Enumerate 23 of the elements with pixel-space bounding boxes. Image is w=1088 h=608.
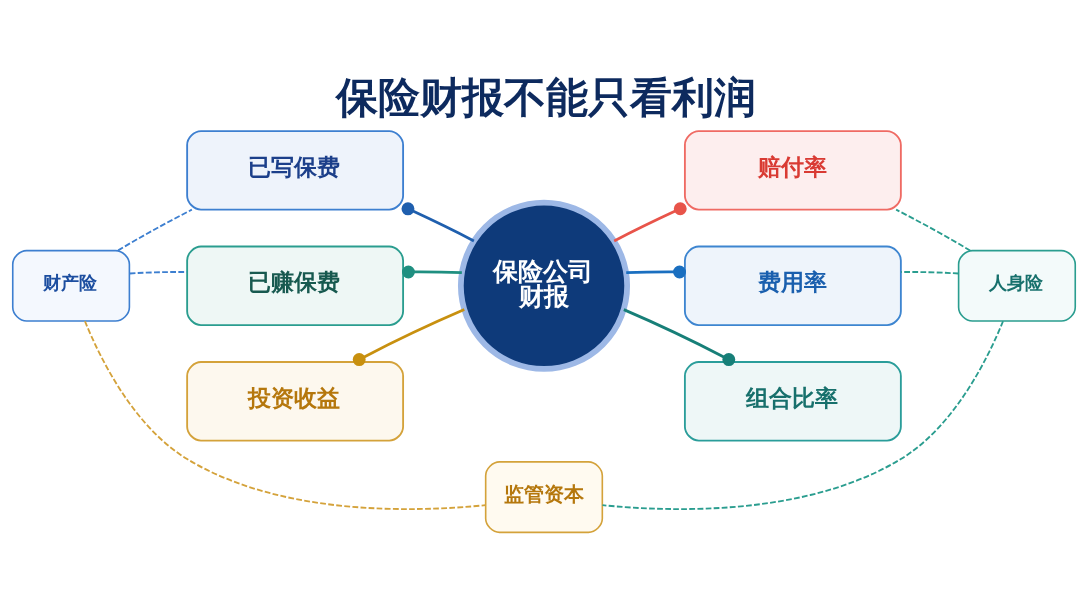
- connector: [601, 320, 1004, 510]
- connector: [900, 271, 960, 275]
- node-box: 财产险: [11, 249, 131, 322]
- node-box: 已赚保费: [186, 245, 405, 326]
- node-box: 已写保费: [186, 130, 405, 211]
- connector: [613, 202, 687, 243]
- connector: [401, 202, 475, 243]
- diagram-title: 保险财报不能只看利润: [335, 73, 756, 123]
- connector: [401, 265, 462, 279]
- node-box: 赔付率: [683, 130, 902, 211]
- connector: [626, 265, 686, 279]
- node-box: 费用率: [683, 245, 902, 326]
- node-box: 投资收益: [186, 361, 405, 442]
- connector: [117, 208, 193, 252]
- node-circle: 保险公司财报: [457, 199, 631, 372]
- connector: [128, 271, 188, 275]
- node-box: 人身险: [957, 249, 1077, 322]
- connector: [623, 308, 736, 367]
- connector: [352, 308, 465, 367]
- node-box: 组合比率: [683, 361, 902, 442]
- connector: [84, 320, 487, 510]
- connector: [895, 208, 972, 252]
- node-box: 监管资本: [484, 461, 604, 534]
